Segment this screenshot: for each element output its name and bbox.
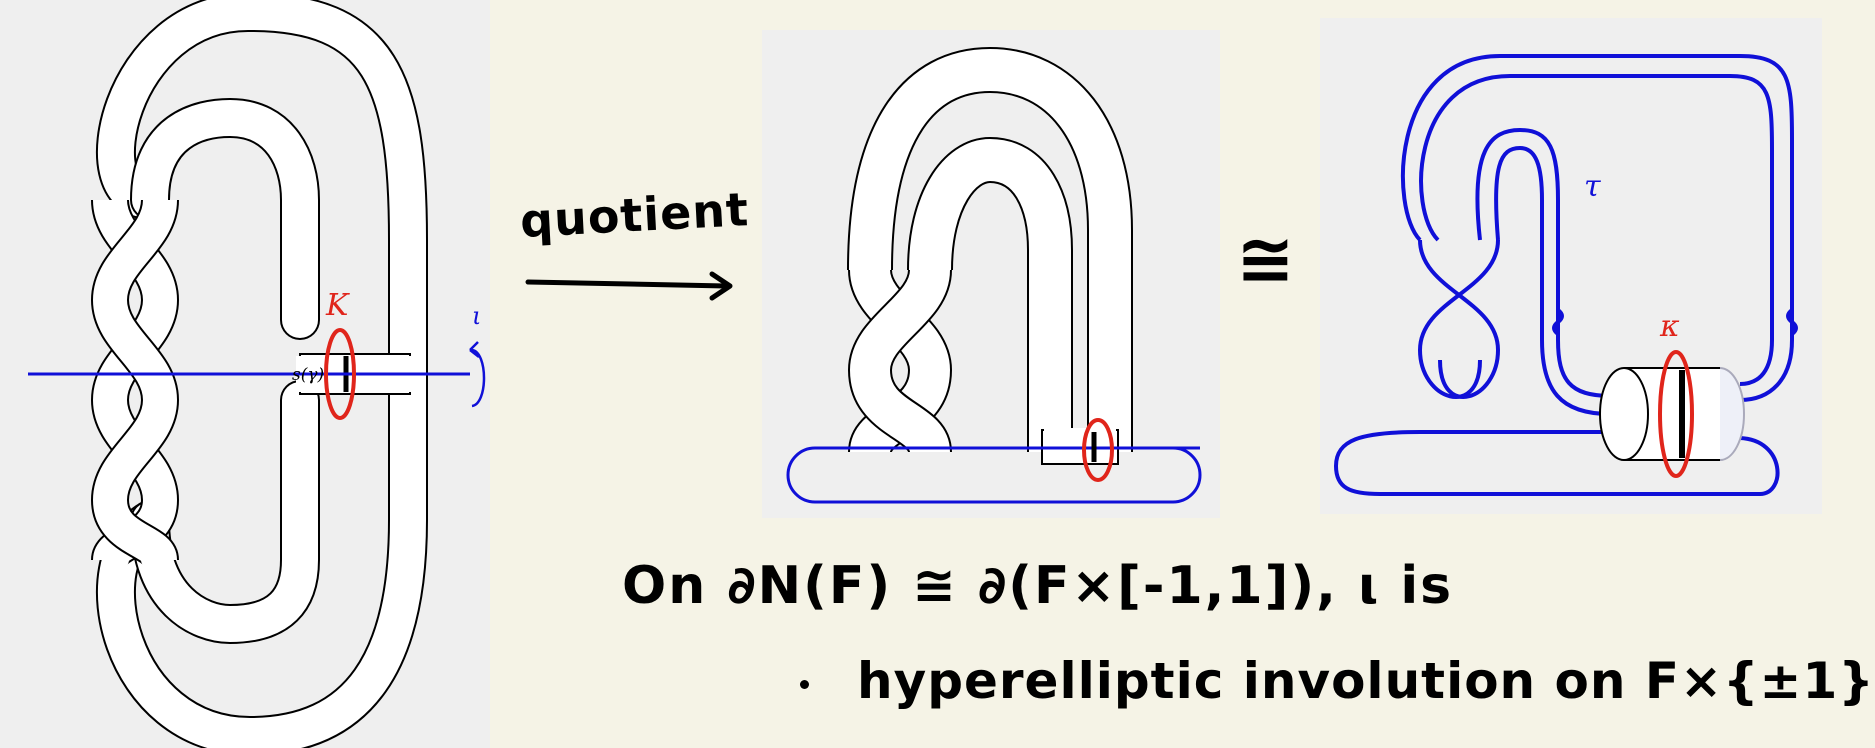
quotient-arrow (525, 271, 733, 301)
label-K: K (325, 288, 350, 323)
middle-quotient-diagram (786, 46, 1202, 504)
note-line-2: hyperelliptic involution on F×{±1} (800, 652, 1875, 710)
cylinder (1599, 350, 1745, 478)
diagram-canvas: K s(γ) ι (28, 0, 1798, 748)
curve-K (324, 328, 356, 420)
rotation-arrow-icon (471, 348, 486, 408)
label-iota: ι (472, 302, 481, 330)
middle-figure-panel (762, 30, 1220, 518)
homeomorphic-symbol: ≅ (1236, 218, 1295, 300)
label-kappa: κ (1659, 309, 1680, 344)
right-knot-diagram (1333, 54, 1798, 496)
label-tau: τ (1584, 169, 1601, 204)
bullet-icon (800, 680, 809, 689)
curve-K-quotient (1082, 418, 1114, 482)
left-surface-diagram: K s(γ) ι (28, 0, 486, 748)
right-arrow-icon (525, 279, 729, 289)
blue-boundary (786, 446, 1202, 504)
note-line-1: On ∂N(F) ≅ ∂(F×[-1,1]), ι is (622, 556, 1454, 616)
label-s-gamma: s(γ) (292, 365, 324, 385)
curve-kappa (1658, 350, 1694, 478)
note-line-2-text: hyperelliptic involution on F×{±1} (857, 652, 1875, 710)
